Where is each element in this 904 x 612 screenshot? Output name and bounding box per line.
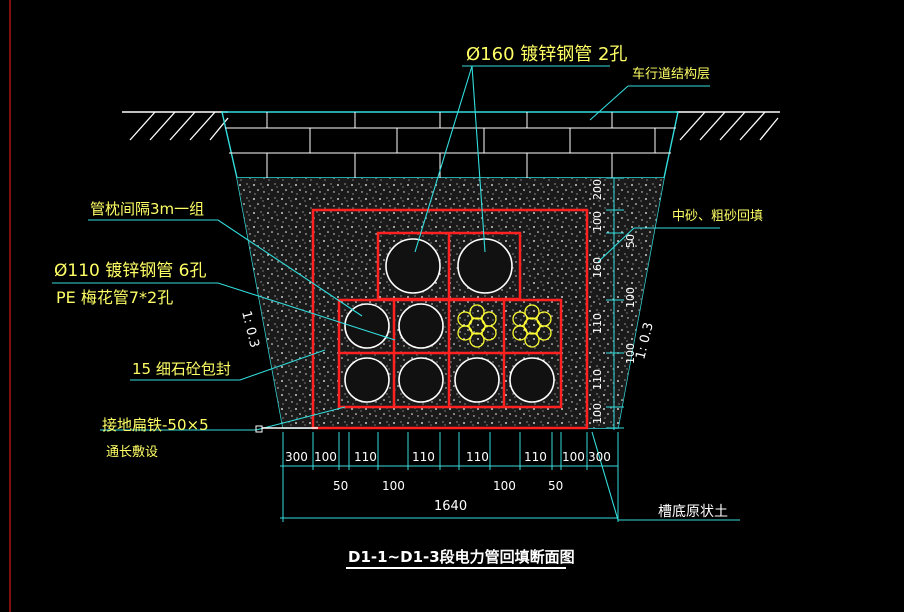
- pe-pipe: [512, 304, 552, 348]
- pipe-110-group: [344, 303, 555, 403]
- pipe-160: [385, 238, 441, 294]
- bottom-dimension-lines: [280, 432, 619, 522]
- dim-label: 110: [466, 450, 489, 464]
- pipe-110: [509, 357, 555, 403]
- pe-pipe: [457, 304, 497, 348]
- dim-label: 100: [314, 450, 337, 464]
- dim-label: 100: [493, 479, 516, 493]
- dim-label: 110: [412, 450, 435, 464]
- label-road-structure: 车行道结构层: [632, 66, 710, 82]
- pipe-110: [398, 303, 444, 349]
- right-dims: 200 100 50 160 100 110 100 110 100: [591, 179, 637, 424]
- dim-label: 50: [624, 234, 637, 248]
- dim-label: 100: [624, 287, 637, 308]
- dim-label: 300: [588, 450, 611, 464]
- concrete-envelope: [311, 208, 589, 430]
- drawing-title: D1-1~D1-3段电力管回填断面图: [348, 548, 575, 566]
- dim-label: 100: [562, 450, 585, 464]
- label-pipe110: Ø110 镀锌钢管 6孔: [54, 261, 206, 281]
- pipe-110: [454, 357, 500, 403]
- dim-label: 160: [591, 257, 604, 278]
- right-dimension-line: [606, 177, 624, 430]
- dim-label: 300: [285, 450, 308, 464]
- pipe-160: [457, 238, 513, 294]
- dim-label: 50: [548, 479, 563, 493]
- label-slope-left: 1: 0.3: [238, 309, 262, 349]
- dim-label: 110: [591, 369, 604, 390]
- road-structure-layers: [225, 112, 676, 178]
- label-sand-fill: 中砂、粗砂回填: [672, 209, 763, 224]
- label-pe-pipe: PE 梅花管7*2孔: [56, 288, 173, 307]
- total-width-dim: 1640: [434, 499, 467, 514]
- dim-label: 100: [591, 403, 604, 424]
- pipe-110: [398, 357, 444, 403]
- bottom-dims-row1: 300 100 110 110 110 110 100 300: [285, 450, 611, 464]
- pe-pipe-group: [457, 304, 552, 348]
- dim-label: 100: [624, 343, 637, 364]
- dim-label: 50: [333, 479, 348, 493]
- dim-label: 110: [524, 450, 547, 464]
- dim-label: 100: [591, 211, 604, 232]
- label-sleeper: 管枕间隔3m一组: [90, 200, 204, 218]
- label-ground-iron-note: 通长敷设: [106, 445, 158, 460]
- dim-label: 200: [591, 179, 604, 200]
- pipe-160-group: [385, 238, 513, 294]
- sand-backfill: [237, 178, 664, 428]
- label-ground-iron: 接地扁铁-50×5: [102, 416, 209, 434]
- pipe-110: [344, 303, 390, 349]
- dim-label: 110: [591, 313, 604, 334]
- pipe-110: [344, 357, 390, 403]
- label-trench-soil: 槽底原状土: [658, 504, 728, 520]
- label-pipe160: Ø160 镀锌钢管 2孔: [466, 44, 627, 65]
- dim-label: 110: [354, 450, 377, 464]
- label-concrete-seal: 15 细石砼包封: [132, 360, 231, 378]
- ground-hatch: [122, 111, 780, 141]
- dim-label: 100: [382, 479, 405, 493]
- bottom-dims-row2: 50 100 100 50: [333, 479, 563, 493]
